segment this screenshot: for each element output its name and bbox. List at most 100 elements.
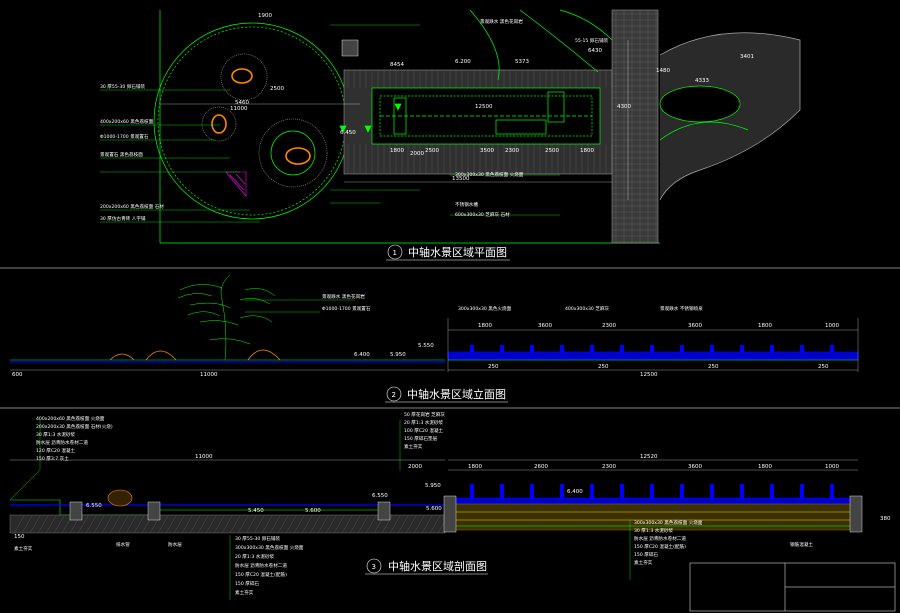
elevation-dim-7: 1800	[758, 323, 772, 329]
elevation-note-1: Φ1000-1700 景观置石	[322, 306, 371, 312]
plan-dim-17: 4333	[695, 78, 709, 84]
elevation-dim-3: 1800	[478, 323, 492, 329]
plan-note-5: 30 厚仿古青砖 人字铺	[100, 215, 146, 222]
section-end-wall-left	[443, 495, 457, 533]
section-dim-10: 380	[880, 516, 891, 522]
elevation-dim-11: 250	[708, 364, 719, 370]
plan-dim-10: 1800	[580, 148, 594, 154]
section-jet-2	[530, 484, 534, 498]
paving-pattern	[347, 70, 613, 174]
elevation-dim-9: 250	[488, 364, 499, 370]
elevation-jet-9	[740, 345, 744, 353]
section-tag-2: 防水层	[168, 541, 182, 548]
stone-island-1	[220, 53, 268, 101]
level-markers	[339, 103, 402, 133]
section-note-mid-6: 素土夯实	[235, 589, 254, 596]
elevation-note-0: 景观跌水 黑色花岗岩	[322, 293, 365, 300]
elevation-title-mark: 2	[392, 391, 396, 399]
stone-island-3	[258, 118, 328, 188]
section-note-rtop-2: 100 厚C20 混凝土	[404, 427, 444, 434]
section-fountain-jets	[470, 484, 834, 498]
elevation-dim-6: 3600	[688, 323, 702, 329]
plan-dim-5: 1800	[390, 148, 404, 154]
paved-road	[611, 9, 659, 244]
plan-note-10: 55-15 卵石铺装	[575, 37, 609, 44]
section-jet-9	[740, 484, 744, 498]
section-dim-8: 1000	[825, 464, 839, 470]
section-note-mid-2: 20 厚1:3 水泥砂浆	[235, 553, 275, 560]
right-plaza-paving	[659, 32, 801, 201]
elevation-dim-0: 600	[12, 372, 23, 378]
plan-dim-1: 11000	[230, 106, 248, 112]
section-title-block: 3 中轴水景区域剖面图	[365, 558, 488, 575]
elevation-level-0: 6.400	[354, 352, 370, 358]
plan-dim-3: 2000	[410, 151, 424, 157]
elevation-dim-4: 3600	[538, 323, 552, 329]
elevation-fountain-jets	[470, 345, 834, 353]
plan-title-block: 1 中轴水景区域平面图	[386, 244, 510, 261]
section-note-rtop-4: 素土夯实	[404, 443, 423, 450]
elevation-title: 中轴水景区域立面图	[407, 387, 506, 401]
section-dim-7: 1800	[758, 464, 772, 470]
section-level-2: 5.600	[305, 508, 321, 514]
section-tag-3: 钢筋混凝土	[790, 541, 813, 548]
elevation-jet-5	[620, 345, 624, 353]
plan-note-7: 不锈钢水槽	[455, 201, 478, 208]
elevation-level-1: 5.950	[390, 352, 406, 358]
section-jet-8	[710, 484, 714, 498]
fountain-box-3	[547, 91, 565, 123]
curved-path-top-2	[559, 9, 613, 41]
section-jet-10	[770, 484, 774, 498]
pine-tree	[177, 274, 276, 361]
section-level-6: 5.600	[426, 506, 442, 512]
section-level-4: 5.950	[425, 483, 441, 489]
section-note-rtop-1: 20 厚1:3 水泥砂浆	[404, 419, 444, 426]
plan-dim-6: 2500	[425, 148, 439, 154]
section-dim-9: 150	[14, 534, 25, 540]
section-dim-0: 11000	[195, 454, 213, 460]
elevation-view	[10, 274, 859, 372]
plan-dim-11: 4300	[617, 104, 631, 110]
plan-dim-13: 6430	[588, 48, 602, 54]
plan-note-3: 景观置石 黑色荔枝面	[100, 151, 143, 158]
sheet-title-block	[689, 562, 896, 612]
elevation-jet-8	[710, 345, 714, 353]
section-note-left-1: 200x200x30 黑色荔枝面 石材(火烧)	[36, 423, 113, 430]
section-dim-3: 1800	[468, 464, 482, 470]
section-base-right	[447, 503, 859, 531]
elevation-dim-8: 1000	[825, 323, 839, 329]
plan-note-2: Φ1000-1700 景观置石	[100, 134, 149, 140]
plan-note-8: 景观跌水 黑色花岗岩	[480, 18, 523, 25]
plan-dim-2: 2500	[270, 86, 284, 92]
elevation-jet-1	[500, 345, 504, 353]
elevation-jet-3	[560, 345, 564, 353]
elevation-note-4: 景观跌水 不锈钢喷泉	[660, 305, 703, 312]
section-note-rbottom-3: 150 厚C20 混凝土(配筋)	[634, 543, 686, 550]
elevation-water-channel	[447, 351, 859, 361]
elevation-dim-5: 2300	[602, 323, 616, 329]
elevation-level-2: 5.550	[418, 343, 434, 349]
plan-dim-4: 12500	[475, 104, 493, 110]
section-jet-6	[650, 484, 654, 498]
stone-island-2	[201, 106, 237, 142]
right-plaza-planter	[659, 85, 741, 123]
plan-dim-12: 5373	[515, 59, 529, 65]
section-level-1: 5.450	[248, 508, 264, 514]
plan-dim-9: 2500	[545, 148, 559, 154]
section-title-mark: 3	[372, 563, 376, 571]
plan-note-6: 300x300x30 黑色荔枝面 火烧面	[455, 171, 524, 178]
plan-dim-21: 13500	[452, 176, 470, 182]
section-jet-1	[500, 484, 504, 498]
plan-dim-16: 3401	[740, 54, 754, 60]
section-dim-2: 12520	[640, 454, 658, 460]
elevation-jet-6	[650, 345, 654, 353]
elevation-jet-12	[830, 345, 834, 353]
section-dim-5: 2300	[602, 464, 616, 470]
section-note-rbottom-4: 150 厚碎石	[634, 551, 658, 558]
section-jet-7	[680, 484, 684, 498]
plan-note-4: 200x200x60 黑色荔枝面 石材	[100, 203, 164, 210]
